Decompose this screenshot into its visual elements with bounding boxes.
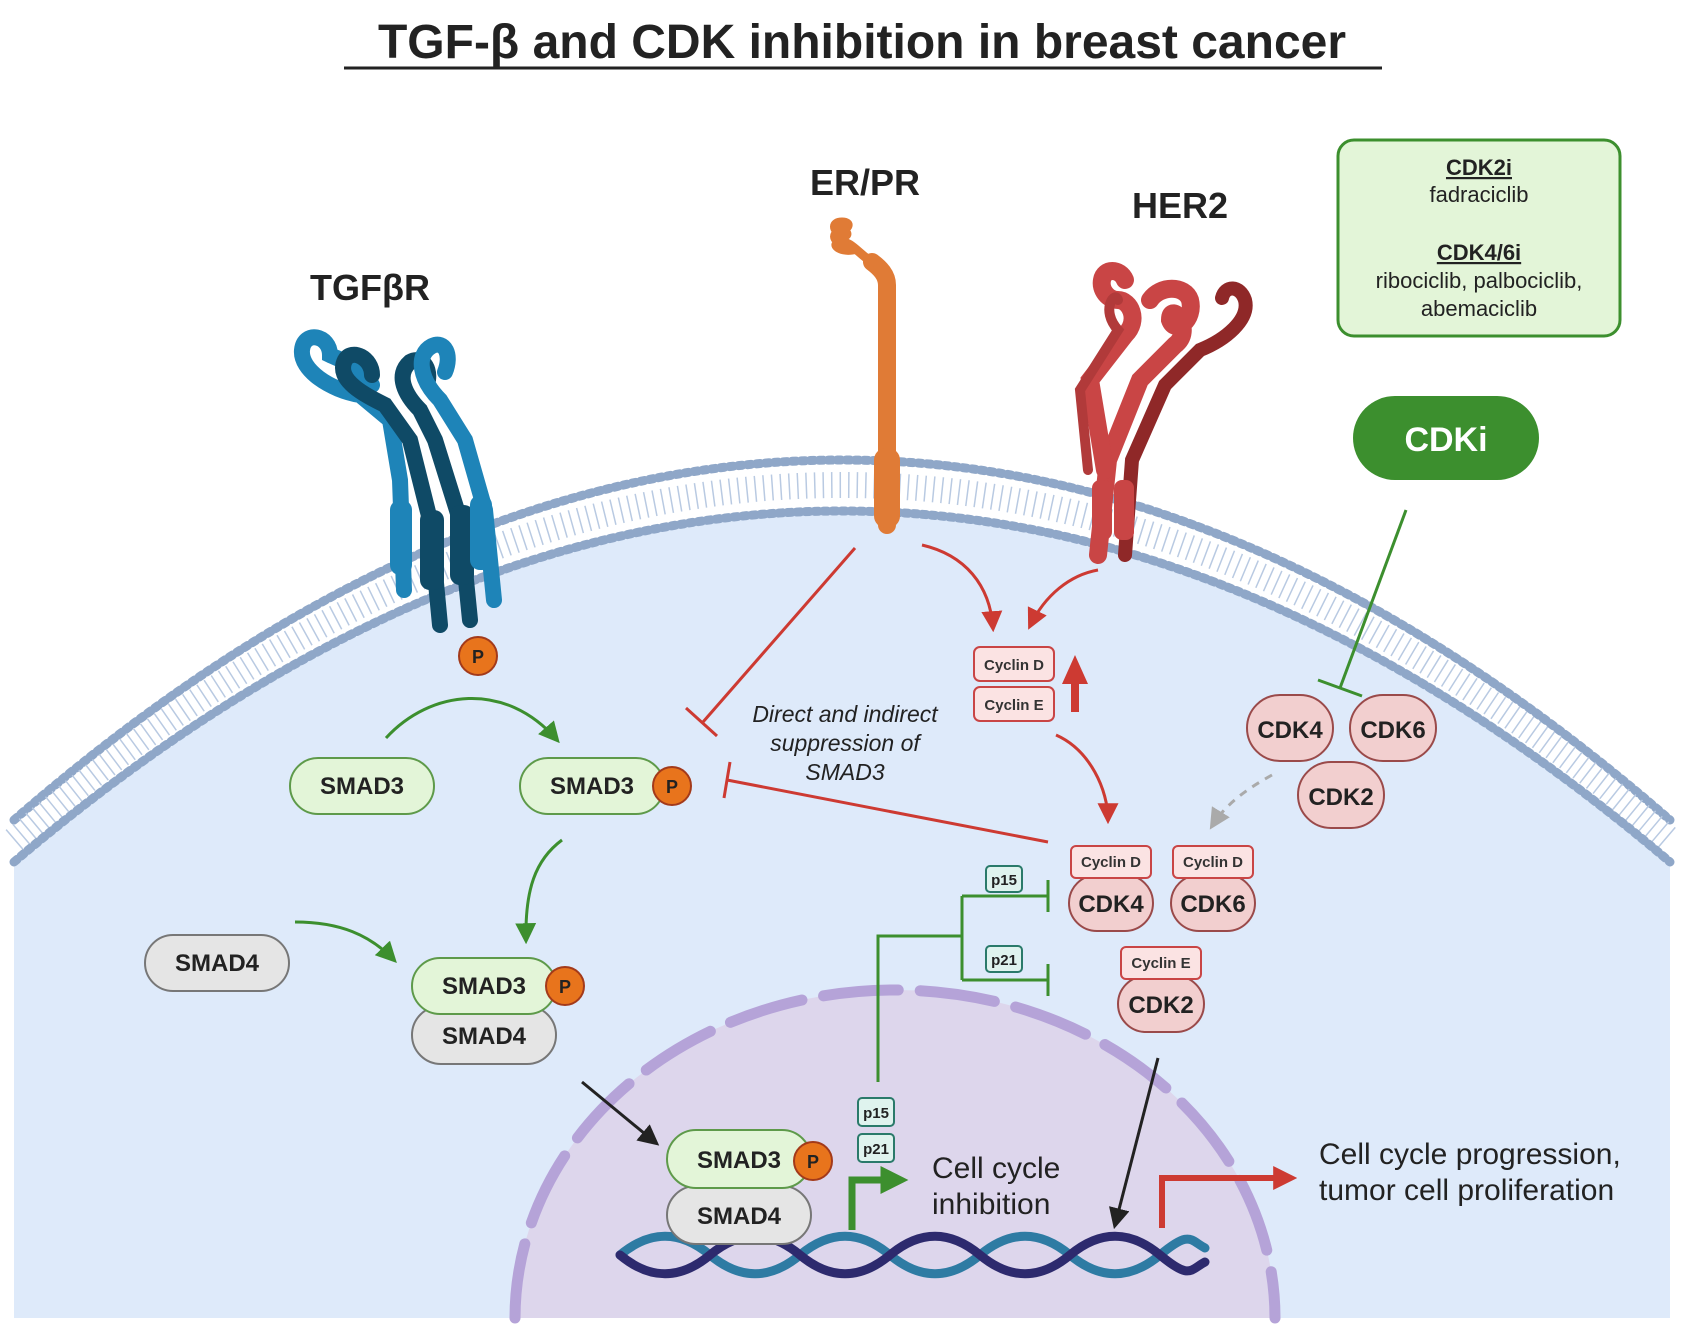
p15-cytoplasm: p15	[985, 865, 1023, 893]
complex-to-nucleus-arrow	[581, 1080, 660, 1146]
smad4-label-2: SMAD4	[442, 1023, 527, 1050]
diagram-title: TGF-β and CDK inhibition in breast cance…	[378, 16, 1346, 69]
cell-membrane-inner	[9, 506, 1675, 867]
smad4-label-3: SMAD4	[697, 1203, 782, 1230]
cdk46i-heading: CDK4/6i	[1437, 240, 1521, 265]
smad3-to-complex-arrow	[515, 838, 563, 945]
smad3-unphosphorylated: SMAD3	[289, 757, 435, 815]
cdk4-complex-label: CDK4	[1078, 891, 1144, 918]
p21-cytoplasm-label: p21	[991, 952, 1017, 969]
cyclin-to-complex-arrow	[1055, 733, 1119, 825]
cdk6-free-label: CDK6	[1360, 717, 1425, 744]
cyclin-e-cdk2-label: Cyclin E	[1131, 955, 1190, 972]
cdk4-free-label: CDK4	[1257, 717, 1323, 744]
cdki-inhibition	[1317, 509, 1408, 698]
her2-receptor	[1074, 262, 1253, 564]
drugs-box: CDK2i fadraciclib CDK4/6i ribociclib, pa…	[1336, 138, 1622, 338]
cdk-smad3-suppression	[722, 761, 1049, 844]
smad4-label-1: SMAD4	[175, 950, 260, 977]
smad3-label-1: SMAD3	[320, 773, 404, 800]
smad3-phosphorylated: SMAD3 P	[519, 757, 692, 815]
cyclin-d-cdk6-label: Cyclin D	[1183, 854, 1243, 871]
progression-line1: Cell cycle progression,	[1319, 1138, 1621, 1171]
p15-p21-inhibition	[876, 880, 1050, 1082]
cyclin-e-top: Cyclin E	[973, 686, 1055, 722]
smad4-free: SMAD4	[144, 934, 290, 992]
smad3-label-4: SMAD3	[697, 1147, 781, 1174]
phosphorylation-arrow	[384, 696, 560, 744]
progression-line2: tumor cell proliferation	[1319, 1174, 1614, 1207]
p21-nucleus-label: p21	[863, 1141, 889, 1158]
cell-membrane-outer	[9, 455, 1675, 825]
cyclin-e-cdk2-complex: CDK2 Cyclin E	[1117, 946, 1205, 1033]
cdk4-free: CDK4	[1246, 694, 1334, 762]
suppression-line3: SMAD3	[805, 759, 884, 785]
her2-label: HER2	[1132, 185, 1228, 226]
suppression-caption: Direct and indirect suppression of SMAD3	[752, 701, 939, 785]
cdk2i-drug: fadraciclib	[1429, 182, 1528, 207]
cdk-to-dna-arrow	[1109, 1057, 1160, 1230]
suppression-line1: Direct and indirect	[752, 701, 939, 727]
cyclin-d-cdk4-complex: CDK4 Cyclin D	[1068, 845, 1154, 932]
smad4-to-complex-arrow	[294, 920, 397, 964]
cdk2i-heading: CDK2i	[1446, 155, 1512, 180]
cyclin-d-cdk6-complex: CDK6 Cyclin D	[1170, 845, 1256, 932]
cyclin-d-top: Cyclin D	[973, 646, 1055, 682]
erpr-to-cyclin-arrow	[921, 543, 1003, 633]
erpr-receptor	[830, 217, 900, 534]
smad3-phospho-label-3: P	[559, 977, 571, 997]
cdk2-free-label: CDK2	[1308, 784, 1373, 811]
tgfbr-receptor	[294, 329, 502, 633]
receptor-phospho-label: P	[472, 647, 484, 667]
smad-complex-nucleus: SMAD4 SMAD3 P	[666, 1129, 833, 1245]
progression-caption: Cell cycle progression, tumor cell proli…	[1319, 1138, 1621, 1207]
cdk6-complex-label: CDK6	[1180, 891, 1245, 918]
cdk2-complex-label: CDK2	[1128, 992, 1193, 1019]
p21-nucleus: p21	[857, 1133, 895, 1163]
erpr-smad3-suppression	[684, 547, 857, 738]
p21-cytoplasm: p21	[985, 945, 1023, 973]
tgfbr-label: TGFβR	[310, 267, 430, 308]
cdk46i-drugs-line2: abemaciclib	[1421, 296, 1537, 321]
cdk2-free: CDK2	[1297, 761, 1385, 829]
cell-cycle-inhibition-caption: Cell cycle inhibition	[932, 1152, 1060, 1221]
cdk46i-drugs-line1: ribociclib, palbociclib,	[1376, 268, 1583, 293]
p15-nucleus-label: p15	[863, 1105, 889, 1122]
transcription-arrow-green	[848, 1166, 909, 1230]
nuclear-envelope	[509, 984, 1281, 1324]
inhibition-line2: inhibition	[932, 1188, 1050, 1221]
dna-helix	[615, 1231, 1210, 1279]
receptor-phospho: P	[458, 636, 498, 676]
upregulation-arrow	[1062, 655, 1088, 712]
smad3-label-2: SMAD3	[550, 773, 634, 800]
inhibition-line1: Cell cycle	[932, 1152, 1060, 1185]
cyclin-d-top-label: Cyclin D	[984, 657, 1044, 674]
suppression-line2: suppression of	[770, 730, 922, 756]
cdki-pill: CDKi	[1353, 396, 1539, 480]
cyclin-e-top-label: Cyclin E	[984, 697, 1043, 714]
her2-to-cyclin-arrow	[1027, 568, 1099, 630]
erpr-label: ER/PR	[810, 162, 920, 203]
smad3-phospho-label-2: P	[666, 777, 678, 797]
transcription-arrow-red	[1159, 1166, 1298, 1228]
smad3-label-3: SMAD3	[442, 973, 526, 1000]
cdki-label: CDKi	[1404, 421, 1487, 459]
cdk6-free: CDK6	[1349, 694, 1437, 762]
smad3-phospho-label-4: P	[807, 1152, 819, 1172]
smad-complex-cytoplasm: SMAD4 SMAD3 P	[411, 957, 585, 1065]
cyclin-d-cdk4-label: Cyclin D	[1081, 854, 1141, 871]
p15-cytoplasm-label: p15	[991, 872, 1017, 889]
p15-nucleus: p15	[857, 1097, 895, 1127]
